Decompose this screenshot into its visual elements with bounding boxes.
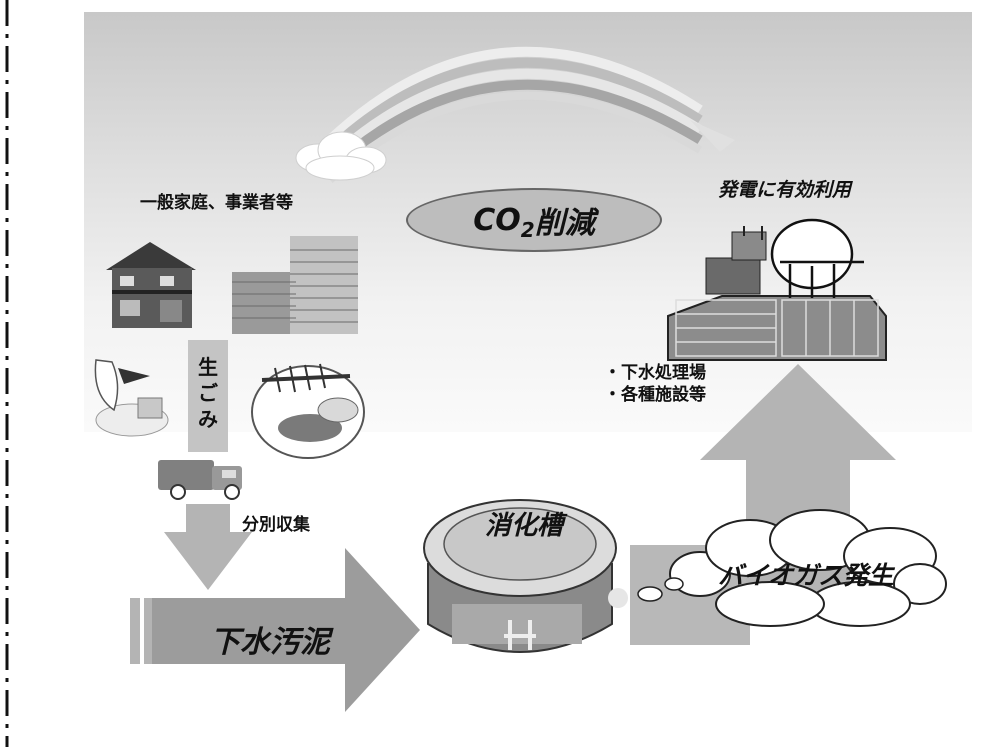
facility-item: ・各種施設等 <box>604 385 706 405</box>
co2-suffix: 削減 <box>534 206 595 241</box>
food-waste-label: 生 ご み <box>188 340 228 452</box>
fish-bone-plate-icon <box>251 363 365 459</box>
sewage-treatment-plant-icon <box>667 218 887 361</box>
rainbow-icon <box>295 46 735 183</box>
co2-text: CO <box>473 202 521 238</box>
biogas-cloud <box>669 509 947 627</box>
sludge-arrow <box>130 548 420 712</box>
food-waste-char: 生 <box>198 355 218 379</box>
facility-item: ・下水処理場 <box>604 363 706 383</box>
biogas-label: バイオガス発生 <box>718 561 894 590</box>
digester-label: 消化槽 <box>485 511 564 541</box>
households-label: 一般家庭、事業者等 <box>140 193 293 213</box>
power-generation-label: 発電に有効利用 <box>718 179 852 201</box>
food-waste-char: み <box>198 407 218 431</box>
house-icon <box>106 242 196 328</box>
apartment-building-icon <box>232 236 358 334</box>
co2-subscript: 2 <box>520 218 535 242</box>
facilities-label: ・下水処理場 ・各種施設等 <box>604 362 706 406</box>
collection-arrow <box>164 504 252 590</box>
separate-collection-label: 分別収集 <box>242 515 310 535</box>
apple-core-icon <box>94 359 169 437</box>
food-waste-char: ご <box>198 381 218 405</box>
digester-tank-icon <box>423 499 628 653</box>
left-dashed-border <box>5 0 9 747</box>
sewage-sludge-label: 下水汚泥 <box>210 625 330 660</box>
garbage-truck-icon <box>158 460 242 500</box>
